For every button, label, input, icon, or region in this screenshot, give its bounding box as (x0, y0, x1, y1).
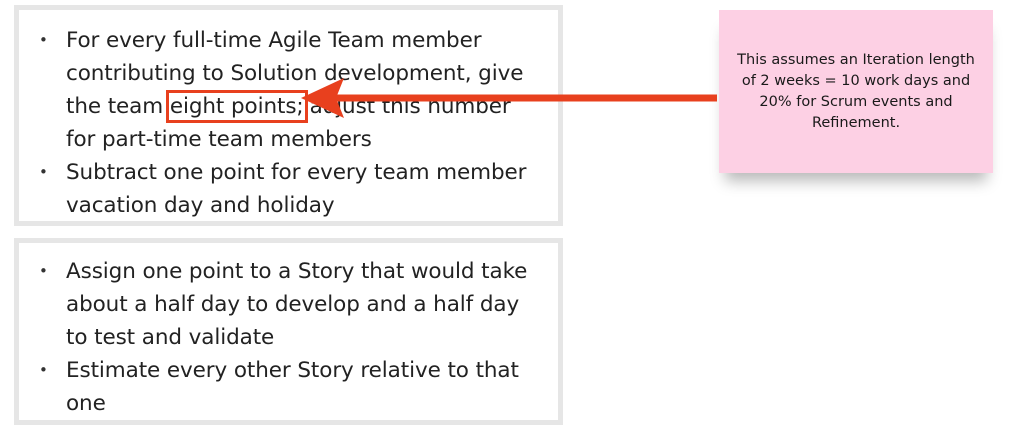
bullet-full-time-points: For every full-time Agile Team member co… (39, 24, 536, 156)
estimation-bullet-list: Assign one point to a Story that would t… (39, 255, 536, 420)
capacity-bullet-list: For every full-time Agile Team member co… (39, 24, 536, 222)
bullet-subtract-vacation: Subtract one point for every team member… (39, 156, 536, 222)
sticky-note-text: This assumes an Iteration length of 2 we… (737, 51, 975, 131)
estimation-guidelines-box: Assign one point to a Story that would t… (14, 238, 563, 425)
sticky-note: This assumes an Iteration length of 2 we… (719, 10, 993, 173)
capacity-guidelines-box: For every full-time Agile Team member co… (14, 5, 563, 226)
eight-points-highlight: eight points; (165, 90, 308, 123)
bullet-text-before: For every full-time Agile Team member co… (66, 28, 524, 119)
bullet-assign-one-point: Assign one point to a Story that would t… (39, 255, 536, 354)
bullet-estimate-relative: Estimate every other Story relative to t… (39, 354, 536, 420)
